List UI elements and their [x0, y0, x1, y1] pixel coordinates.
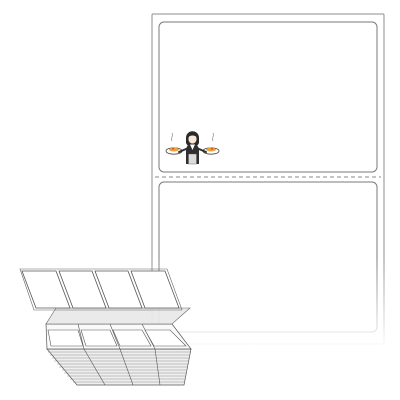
sheet-fade [148, 258, 388, 350]
garnish-right [210, 147, 214, 150]
garnish-left [171, 147, 175, 150]
fanfold-top-strip [19, 268, 183, 311]
chef-arm-left [178, 148, 187, 153]
fanfold-rising-panel [45, 307, 191, 325]
steam-right [212, 132, 214, 142]
food-right [206, 147, 216, 152]
stack-column-dividers [83, 348, 161, 386]
stack-front-labels [47, 329, 187, 347]
fanfold-label-1 [21, 270, 71, 309]
fanfold-strip-outline [19, 268, 183, 311]
fanfold-label-2 [58, 270, 107, 309]
chef-collar [190, 144, 195, 150]
chef-illustration [165, 131, 220, 165]
steam-left [171, 132, 173, 142]
fanfold-stack [19, 268, 192, 386]
food-left [169, 147, 179, 152]
chef-arm-right [198, 148, 207, 153]
fanfold-label-4 [130, 270, 180, 309]
fanfold-label-3 [94, 270, 143, 309]
stack-layers [48, 351, 190, 383]
chef-bangs [188, 133, 197, 137]
chef-apron [188, 153, 197, 165]
